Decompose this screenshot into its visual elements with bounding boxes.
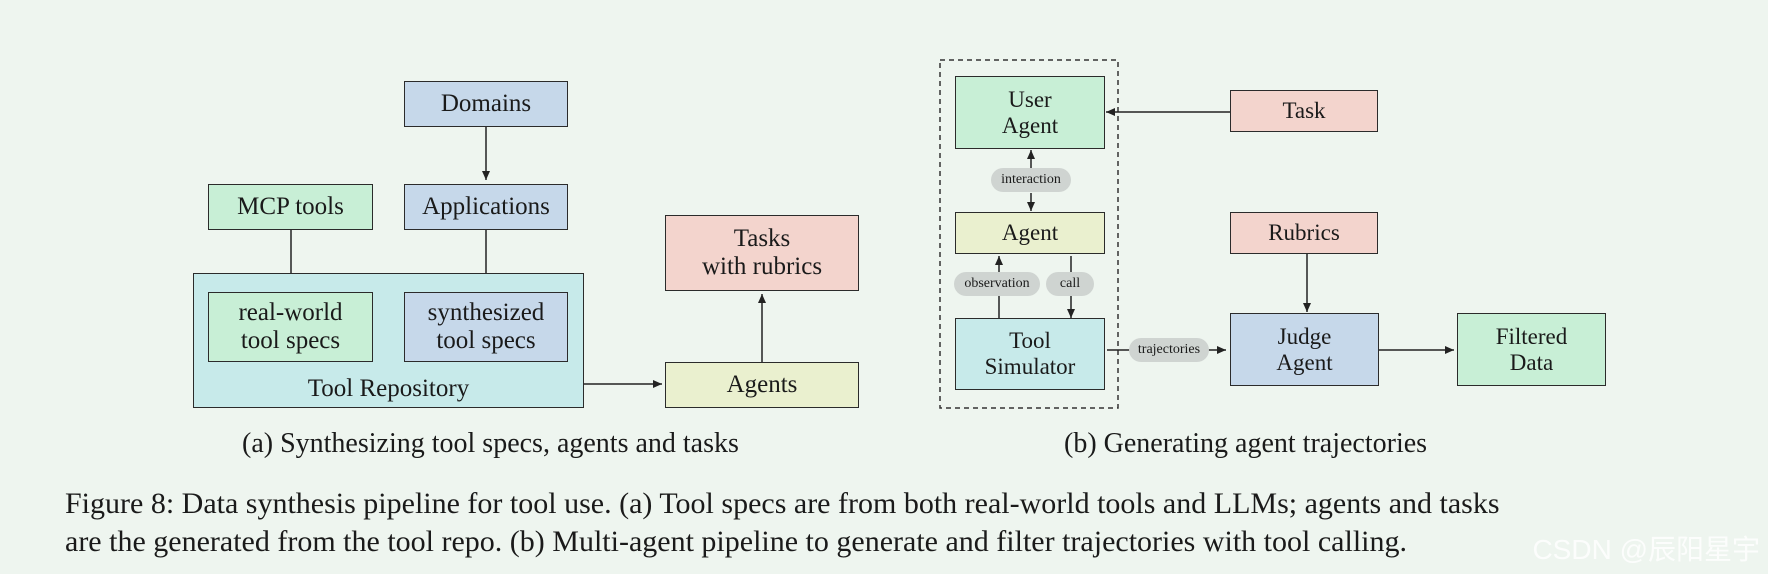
- tasks-line2: with rubrics: [701, 253, 823, 280]
- filtered-data-box: Filtered Data: [1457, 313, 1606, 386]
- mcp-tools-box: MCP tools: [208, 184, 373, 230]
- applications-box: Applications: [404, 184, 568, 230]
- interaction-pill: interaction: [991, 168, 1071, 192]
- agent-label: Agent: [1001, 220, 1059, 245]
- trajectories-pill: trajectories: [1129, 338, 1209, 362]
- judge-line1: Judge: [1277, 323, 1332, 349]
- rubrics-box: Rubrics: [1230, 212, 1378, 254]
- real-world-specs-box: real-world tool specs: [208, 292, 373, 362]
- agent-box: Agent: [955, 212, 1105, 254]
- agents-box: Agents: [665, 362, 859, 408]
- synthesized-line1: synthesized: [427, 299, 545, 326]
- synthesized-specs-box: synthesized tool specs: [404, 292, 568, 362]
- real-world-line2: tool specs: [240, 327, 341, 354]
- tasks-with-rubrics-box: Tasks with rubrics: [665, 215, 859, 291]
- applications-label: Applications: [422, 193, 550, 220]
- mcp-tools-label: MCP tools: [237, 193, 344, 220]
- domains-label: Domains: [440, 90, 532, 117]
- user-agent-line2: Agent: [1001, 112, 1059, 138]
- real-world-line1: real-world: [238, 299, 343, 326]
- rubrics-label: Rubrics: [1268, 220, 1340, 245]
- agents-label: Agents: [726, 371, 798, 398]
- tool-simulator-line1: Tool: [1009, 328, 1051, 353]
- filtered-line2: Data: [1509, 349, 1554, 375]
- user-agent-line1: User: [1008, 86, 1052, 112]
- judge-agent-box: Judge Agent: [1230, 313, 1379, 386]
- filtered-line1: Filtered: [1495, 323, 1568, 349]
- task-label: Task: [1282, 98, 1326, 123]
- figure-caption-line2: are the generated from the tool repo. (b…: [65, 525, 1407, 558]
- caption-b: (b) Generating agent trajectories: [1064, 428, 1428, 459]
- caption-a: (a) Synthesizing tool specs, agents and …: [242, 428, 739, 459]
- judge-line2: Agent: [1276, 349, 1333, 375]
- tool-simulator-box: Tool Simulator: [955, 318, 1105, 390]
- tool-repository-label: Tool Repository: [307, 375, 470, 402]
- simulation-boundary: [939, 59, 1119, 409]
- domains-box: Domains: [404, 81, 568, 127]
- tool-simulator-line2: Simulator: [984, 354, 1076, 379]
- user-agent-box: User Agent: [955, 76, 1105, 149]
- task-box: Task: [1230, 90, 1378, 132]
- observation-pill: observation: [954, 272, 1040, 296]
- tasks-line1: Tasks: [733, 225, 791, 252]
- call-pill: call: [1046, 272, 1094, 296]
- synthesized-line2: tool specs: [436, 327, 536, 354]
- watermark: CSDN @辰阳星宇: [1532, 534, 1760, 565]
- figure-caption-line1: Figure 8: Data synthesis pipeline for to…: [65, 487, 1500, 520]
